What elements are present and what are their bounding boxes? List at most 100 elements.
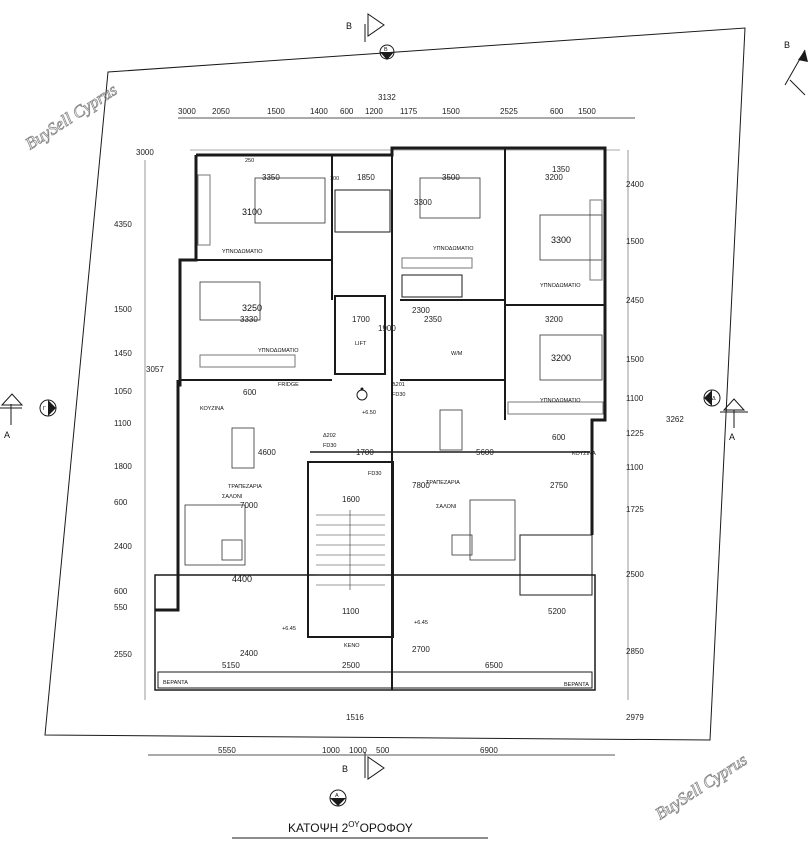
section-label: A bbox=[729, 432, 735, 442]
dimension-value: 600 bbox=[552, 433, 566, 442]
section-label: Δ bbox=[712, 396, 716, 402]
washing-machine-label: W/M bbox=[451, 351, 463, 357]
dimension-value: 1725 bbox=[626, 505, 644, 514]
dimension-value: 3300 bbox=[551, 235, 571, 245]
door-label: FD30 bbox=[323, 443, 336, 449]
dimension-value: 1700 bbox=[356, 448, 374, 457]
dimension-value: 1100 bbox=[626, 463, 644, 472]
room-label-dining: ΤΡΑΠΕΖΑΡΙΑ bbox=[228, 484, 262, 490]
dimension-value: 1500 bbox=[267, 107, 285, 116]
room-labels: ΥΠΝΟΔΩΜΑΤΙΟ ΥΠΝΟΔΩΜΑΤΙΟ ΥΠΝΟΔΩΜΑΤΙΟ ΥΠΝΟ… bbox=[163, 246, 596, 688]
svg-text:ΚΑΤΟΨΗ 2ΟΥΟΡΟΦΟΥ: ΚΑΤΟΨΗ 2ΟΥΟΡΟΦΟΥ bbox=[288, 820, 413, 835]
dimension-value: 1000 bbox=[349, 746, 367, 755]
door-label: Δ201 bbox=[392, 382, 405, 388]
dimension-value: 3262 bbox=[666, 415, 684, 424]
room-label-living: ΣΑΛΟΝΙ bbox=[436, 504, 457, 510]
dimension-line-bottom: 5550 1000 1000 500 6900 1516 bbox=[148, 713, 615, 756]
building-walls bbox=[154, 146, 607, 691]
dimension-value: 2450 bbox=[626, 296, 644, 305]
room-label-bedroom: ΥΠΝΟΔΩΜΑΤΙΟ bbox=[222, 249, 263, 255]
dimension-value: 1600 bbox=[342, 495, 360, 504]
section-label: Γ bbox=[43, 406, 46, 412]
drawing-title: ΚΑΤΟΨΗ 2ΟΥΟΡΟΦΟΥ bbox=[232, 820, 488, 839]
dimension-line-top: 3000 2050 1500 1400 600 1200 1175 1500 2… bbox=[136, 93, 635, 157]
fridge-label: FRIDGE bbox=[278, 382, 299, 388]
dimension-value: 500 bbox=[376, 746, 390, 755]
dimension-value: 3000 bbox=[136, 148, 154, 157]
dimension-value: 1900 bbox=[378, 324, 396, 333]
dimension-value: 2979 bbox=[626, 713, 644, 722]
dimension-value: 1100 bbox=[342, 607, 360, 616]
dimension-value: 2400 bbox=[240, 649, 258, 658]
sofas bbox=[184, 499, 516, 566]
dimension-line-right: 2400 1500 2450 1500 1100 1225 1100 1725 … bbox=[626, 150, 684, 722]
dimension-value: 250 bbox=[245, 158, 254, 164]
room-label-veranda: ΒΕΡΑΝΤΑ bbox=[163, 680, 188, 686]
dimension-value: 1850 bbox=[357, 173, 375, 182]
room-label-kitchen: ΚΟΥΖΙΝΑ bbox=[200, 406, 224, 412]
dimension-value: 2525 bbox=[500, 107, 518, 116]
room-label-void: ΚΕΝΟ bbox=[344, 643, 360, 649]
dimension-value: 3300 bbox=[414, 198, 432, 207]
room-label-veranda: ΒΕΡΑΝΤΑ bbox=[564, 682, 589, 688]
door-label: FD30 bbox=[392, 392, 405, 398]
dimension-value: 6900 bbox=[480, 746, 498, 755]
section-marker-g-left: A Γ bbox=[0, 393, 57, 440]
title-rest: ΟΡΟΦΟΥ bbox=[360, 821, 413, 835]
dimension-value: 3250 bbox=[242, 303, 262, 313]
lift-label: LIFT bbox=[355, 341, 367, 347]
dimension-value: 1175 bbox=[400, 107, 418, 116]
section-marker-b-bottom: B A bbox=[329, 752, 385, 807]
dimension-value: 3100 bbox=[242, 207, 262, 217]
dimension-value: 1516 bbox=[346, 713, 364, 722]
dimension-value: 5600 bbox=[476, 448, 494, 457]
watermark: BuySell Cyprus bbox=[22, 80, 121, 153]
dimension-value: 3200 bbox=[551, 353, 571, 363]
dimension-line-left: 4350 1500 1450 1050 1100 1800 600 2400 6… bbox=[114, 160, 164, 700]
room-label-bedroom: ΥΠΝΟΔΩΜΑΤΙΟ bbox=[433, 246, 474, 252]
dimension-value: 4600 bbox=[258, 448, 276, 457]
dimension-value: 3500 bbox=[442, 173, 460, 182]
section-marker-d-right: Δ A bbox=[703, 389, 748, 442]
dimension-value: 550 bbox=[114, 603, 128, 612]
dimension-value: 2400 bbox=[114, 542, 132, 551]
room-label-bedroom: ΥΠΝΟΔΩΜΑΤΙΟ bbox=[258, 348, 299, 354]
dimension-value: 1500 bbox=[626, 237, 644, 246]
dimension-value: 100 bbox=[330, 176, 339, 182]
room-label-kitchen: ΚΟΥΖΙΝΑ bbox=[572, 451, 596, 457]
dimension-value: 1800 bbox=[114, 462, 132, 471]
dimension-value: 1100 bbox=[114, 419, 132, 428]
dimension-value: 600 bbox=[243, 388, 257, 397]
dimension-value: 4350 bbox=[114, 220, 132, 229]
wheelchair-icon bbox=[356, 387, 368, 401]
elevation-label: +6.45 bbox=[414, 620, 428, 626]
dimension-value: 3057 bbox=[146, 365, 164, 374]
section-label: B bbox=[384, 47, 388, 53]
dimension-value: 2500 bbox=[626, 570, 644, 579]
dimension-value: 3350 bbox=[262, 173, 280, 182]
dimension-value: 2500 bbox=[342, 661, 360, 670]
dimension-value: 1450 bbox=[114, 349, 132, 358]
dimension-value: 2550 bbox=[114, 650, 132, 659]
section-label: A bbox=[4, 430, 10, 440]
dimension-value: 2300 bbox=[412, 306, 430, 315]
dimension-value: 1500 bbox=[578, 107, 596, 116]
dimension-value: 1400 bbox=[310, 107, 328, 116]
dimension-value: 1500 bbox=[442, 107, 460, 116]
dimension-value: 1225 bbox=[626, 429, 644, 438]
dimension-value: 2400 bbox=[626, 180, 644, 189]
dimension-value: 3000 bbox=[178, 107, 196, 116]
room-label-bedroom: ΥΠΝΟΔΩΜΑΤΙΟ bbox=[540, 398, 581, 404]
elevation-label: +6.50 bbox=[362, 410, 376, 416]
dimension-value: 1200 bbox=[365, 107, 383, 116]
dimension-value: 5150 bbox=[222, 661, 240, 670]
dimension-value: 600 bbox=[114, 587, 128, 596]
section-label: B bbox=[784, 40, 790, 50]
door-label: Δ202 bbox=[323, 433, 336, 439]
room-label-living: ΣΑΛΟΝΙ bbox=[222, 494, 243, 500]
dimension-value: 3330 bbox=[240, 315, 258, 324]
dimension-value: 6500 bbox=[485, 661, 503, 670]
elevation-label: +6.45 bbox=[282, 626, 296, 632]
dining-tables bbox=[231, 409, 463, 469]
